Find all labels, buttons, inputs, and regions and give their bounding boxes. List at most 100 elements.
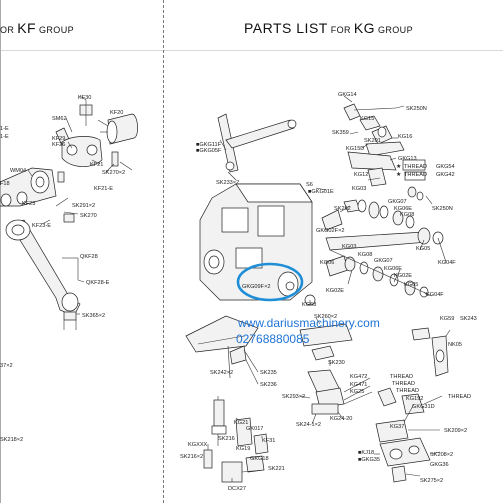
kg-part-kg21 bbox=[235, 417, 253, 447]
kf21-label: KF21 bbox=[90, 162, 103, 168]
gkg05-label: ■GKG05F bbox=[196, 148, 222, 154]
watermark-url: www.dariusmachinery.com bbox=[238, 316, 380, 330]
kg-part-kg192 bbox=[401, 393, 425, 415]
gkg42-label: GKG42 bbox=[436, 172, 455, 178]
sk233-label: SK233×2 bbox=[216, 180, 239, 186]
kg05-label: KG05 bbox=[416, 246, 430, 252]
sk221-label: SK221 bbox=[268, 466, 285, 472]
thread4-label: THREAD bbox=[392, 381, 415, 387]
column-divider bbox=[163, 0, 164, 503]
kg59-label: KG59 bbox=[440, 316, 454, 322]
dcx27-label: DCX27 bbox=[228, 486, 246, 492]
f18-label: F18 bbox=[0, 181, 10, 187]
kg15d-label: KG15D bbox=[346, 146, 364, 152]
gkg18-label: GKG18 bbox=[250, 456, 269, 462]
sk365-label: SK365×2 bbox=[82, 313, 105, 319]
gkg31-label: GKG31D bbox=[412, 404, 435, 410]
kg-group-title: PARTS LIST FOR KG GROUP bbox=[244, 20, 413, 38]
kg06-label: KG06 bbox=[320, 260, 334, 266]
sk208-label: SK208×2 bbox=[430, 452, 453, 458]
kg68-label: KG68 bbox=[302, 302, 316, 308]
kg-part-kg06 bbox=[325, 255, 349, 277]
sk216b-label: SK216×2 bbox=[180, 454, 203, 460]
watermark-phone: 02768880085 bbox=[236, 332, 310, 346]
kg25-label: KG25 bbox=[350, 389, 364, 395]
sk235-label: SK235 bbox=[260, 370, 277, 376]
qkf28e-label: QKF28-E bbox=[86, 280, 110, 286]
thread1-label: THREAD bbox=[404, 164, 427, 170]
sk293-label: SK293×2 bbox=[282, 394, 305, 400]
kg02e2-label: KG02E bbox=[326, 288, 344, 294]
kg-title-for: FOR bbox=[327, 25, 354, 35]
nk05-label: NK05 bbox=[448, 342, 462, 348]
sk250n-label: SK250N bbox=[406, 106, 427, 112]
kg12-label: KG12 bbox=[354, 172, 368, 178]
kf-part-qkf28 bbox=[9, 219, 81, 317]
kf-title-code: KF bbox=[17, 20, 37, 36]
sk270a-label: SK270×2 bbox=[102, 170, 125, 176]
kgxxx-label: KGXXX bbox=[188, 442, 208, 448]
kg04f2-label: KG04F bbox=[426, 292, 444, 298]
kg06e-label: KG06E bbox=[394, 206, 412, 212]
sk260-label: SK260×2 bbox=[314, 314, 337, 320]
kg472-label: KG472 bbox=[350, 374, 367, 380]
kf-part-kf26 bbox=[61, 136, 103, 167]
gk017-label: GK017 bbox=[246, 426, 263, 432]
gkg35-label: ■GKG35 bbox=[358, 457, 380, 463]
sk201-label: SK201 bbox=[364, 138, 381, 144]
gkg54-label: GKG54 bbox=[436, 164, 455, 170]
kf21e-label: KF21-E bbox=[94, 186, 113, 192]
kg19-label: KG19 bbox=[236, 446, 250, 452]
kf30-label: KF30 bbox=[78, 95, 91, 101]
kg-part-gkg14 bbox=[343, 103, 361, 121]
kg-title-code: KG bbox=[353, 20, 376, 36]
kg-title-main: PARTS LIST bbox=[244, 20, 328, 36]
left37-label: 37×2 bbox=[0, 363, 13, 369]
kf31-label: KF31 bbox=[262, 438, 275, 444]
sk24-label: SK24-1×2 bbox=[296, 422, 321, 428]
kf-title-suffix: GROUP bbox=[36, 25, 74, 35]
sk243-label: SK243 bbox=[460, 316, 477, 322]
gkg13-label: GKG13 bbox=[398, 156, 417, 162]
kj18-label: ■KJ18 bbox=[358, 450, 374, 456]
kg-part-kg24 bbox=[311, 403, 339, 415]
s6-label: S6 bbox=[306, 182, 313, 188]
kg21-label: KG21 bbox=[234, 420, 248, 426]
sk270-label: SK270 bbox=[80, 213, 97, 219]
kg192-label: KG192 bbox=[406, 396, 423, 402]
kg04f-label: KG04F bbox=[438, 260, 456, 266]
left-edge-rule bbox=[0, 0, 1, 503]
kg03b-label: KG03 bbox=[342, 244, 356, 250]
sk262-label: SK262 bbox=[334, 206, 351, 212]
sk359-label: SK359 bbox=[332, 130, 349, 136]
kf29-label: KF29 bbox=[52, 136, 65, 142]
kf26-label: KF26 bbox=[52, 142, 65, 148]
sk275-label: SK275×2 bbox=[420, 478, 443, 484]
gkg07b-label: GKG07 bbox=[374, 258, 393, 264]
gkg02-label: GKG02F×2 bbox=[316, 228, 344, 234]
sk242-label: SK242×2 bbox=[210, 370, 233, 376]
thread3-label: THREAD bbox=[390, 374, 413, 380]
kg05b-label: KG05 bbox=[404, 282, 418, 288]
sk216-label: SK216 bbox=[218, 436, 235, 442]
sk230-label: SK230 bbox=[328, 360, 345, 366]
kf-group-title: OR KF GROUP bbox=[0, 20, 74, 38]
kg03-label: KG03 bbox=[352, 186, 366, 192]
kg15-label: KG15 bbox=[360, 116, 374, 122]
kf23e-label: KF23-E bbox=[32, 223, 51, 229]
thread6-label: THREAD bbox=[448, 394, 471, 400]
kg-part-kg12 bbox=[367, 167, 387, 187]
gkg01e-label: ■GKG01E bbox=[308, 189, 334, 195]
kg08b-label: KG08 bbox=[358, 252, 372, 258]
kf-title-prefix: OR bbox=[0, 25, 18, 35]
kg16-label: KG16 bbox=[398, 134, 412, 140]
kg37-label: KG37 bbox=[390, 424, 404, 430]
kg-title-suffix: GROUP bbox=[375, 25, 413, 35]
highlight-circle bbox=[236, 262, 304, 302]
kg06e2-label: KG06E bbox=[384, 266, 402, 272]
gkg09-label: GKG09F×2 bbox=[242, 284, 270, 290]
gkg11-label: ■GKG11F bbox=[196, 142, 222, 148]
kf23-label: KF23 bbox=[22, 201, 35, 207]
